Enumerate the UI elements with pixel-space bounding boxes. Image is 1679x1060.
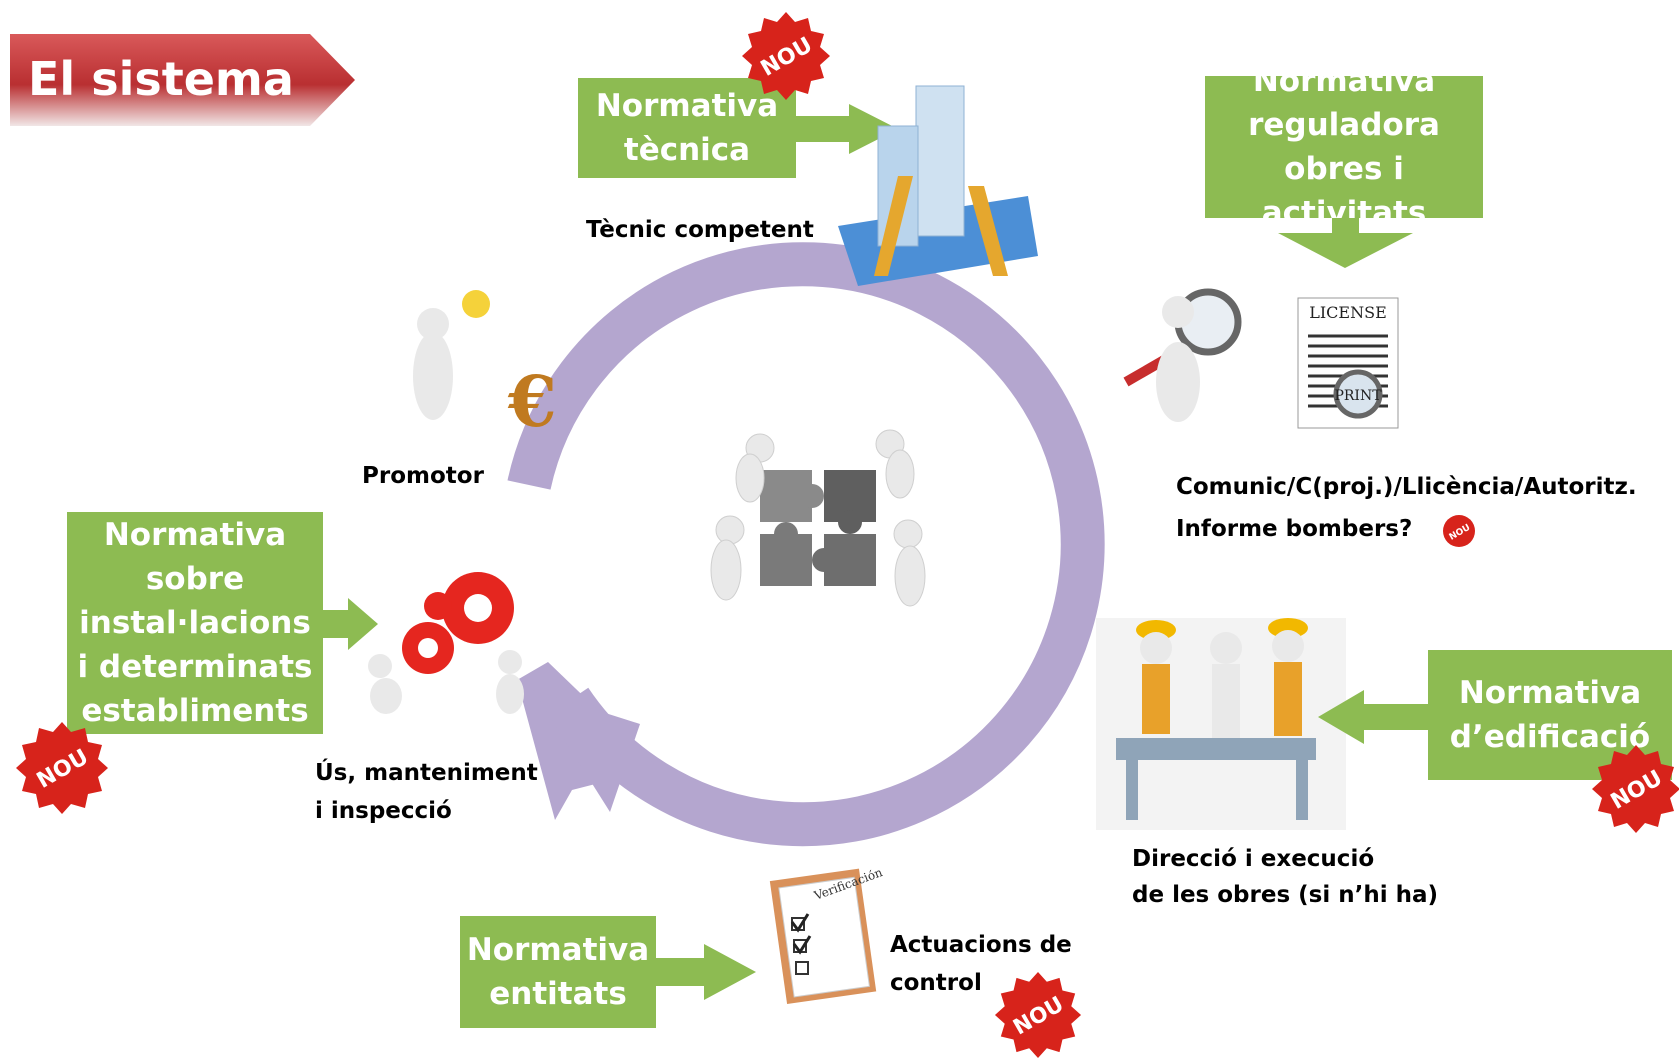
checklist-clipboard-icon: Verificación xyxy=(769,865,885,1004)
box-line: instal·lacions xyxy=(79,605,311,641)
label-promotor: Promotor xyxy=(362,463,484,489)
arrow-left-icon xyxy=(1318,690,1430,744)
box-line: Normativa xyxy=(466,932,650,968)
label-us-manteniment: Ús, manteniment xyxy=(315,760,538,786)
workers-table-icon xyxy=(1096,618,1346,830)
arrow-right-icon xyxy=(322,598,378,650)
nou-badge: NOU xyxy=(742,12,830,100)
label-obres: de les obres (si n’hi ha) xyxy=(1132,882,1439,908)
nou-badge: NOU xyxy=(16,722,108,814)
arrow-right-icon xyxy=(794,104,898,154)
label-comunic: Comunic/C(proj.)/Llicència/Autoritz. xyxy=(1176,474,1637,500)
box-normativa-installacions: Normativa sobre instal·lacions i determi… xyxy=(67,512,323,734)
nou-badge: NOU xyxy=(994,971,1082,1059)
box-normativa-entitats: Normativa entitats xyxy=(460,916,656,1028)
box-normativa-reguladora: Normativa reguladora obres i activitats xyxy=(1205,63,1483,231)
box-line: d’edificació xyxy=(1449,719,1651,755)
box-line: Normativa xyxy=(595,88,779,124)
box-line: establiments xyxy=(81,693,309,729)
title-banner xyxy=(10,34,355,126)
label-inspeccio: i inspecció xyxy=(315,798,452,824)
label-informe-bombers: Informe bombers? xyxy=(1176,516,1413,542)
box-line: reguladora xyxy=(1248,107,1440,143)
box-line: entitats xyxy=(489,976,627,1012)
license-title: LICENSE xyxy=(1309,303,1387,322)
label-direccio: Direcció i execució xyxy=(1132,846,1375,872)
print-stamp: PRINT xyxy=(1334,388,1382,404)
magnifier-person-icon xyxy=(1123,288,1242,422)
arrow-down-icon xyxy=(1278,218,1413,268)
building-blueprint-icon xyxy=(838,85,1038,286)
box-normativa-tecnica: Normativa tècnica xyxy=(578,78,796,178)
box-line: sobre xyxy=(145,561,245,597)
box-line: i determinats xyxy=(77,649,313,685)
nou-badge: NOU xyxy=(1592,745,1679,833)
box-line: Normativa xyxy=(103,517,287,553)
gears-people-icon xyxy=(368,572,524,714)
page-title: El sistema xyxy=(28,52,294,106)
puzzle-team-icon xyxy=(710,429,926,607)
lightbulb-euro-person-icon: € xyxy=(413,290,557,443)
label-actuacions: Actuacions de xyxy=(890,932,1072,958)
arrow-right-icon xyxy=(654,944,756,1000)
svg-text:€: € xyxy=(507,360,557,443)
license-document-icon: LICENSE PRINT xyxy=(1297,297,1399,429)
label-tecnic-competent: Tècnic competent xyxy=(586,217,814,243)
nou-badge: NOU xyxy=(1443,515,1475,547)
box-line: Normativa xyxy=(1252,63,1436,99)
label-control: control xyxy=(890,970,982,996)
box-line: tècnica xyxy=(623,132,751,168)
box-line: Normativa xyxy=(1458,675,1642,711)
